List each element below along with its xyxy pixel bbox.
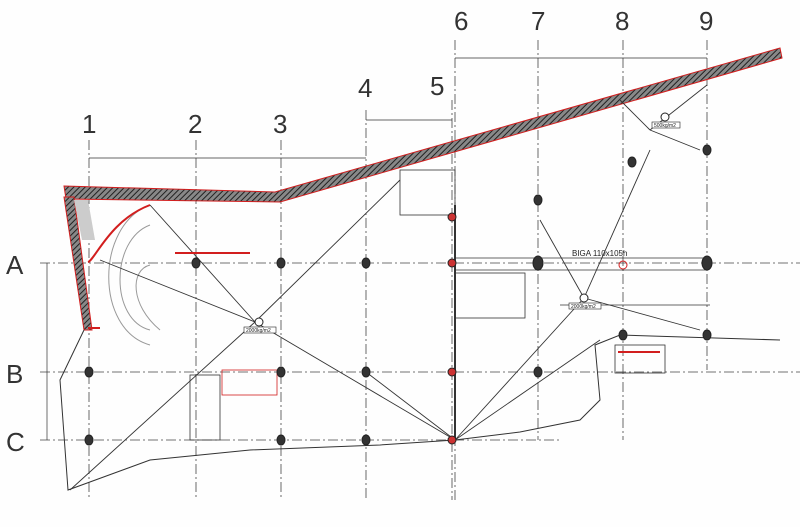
left-wall: [63, 196, 93, 331]
axis-label-4: 4: [358, 73, 372, 103]
load-tag-text: 2000kg/m2: [571, 304, 596, 310]
axis-label-c: C: [6, 427, 25, 457]
row-axis-labels: A B C: [6, 250, 25, 457]
red-column-marker: [618, 260, 628, 270]
ramp: [108, 204, 161, 346]
axis-label-3: 3: [273, 109, 287, 139]
axis-label-a: A: [6, 250, 24, 280]
bracing-lines: [69, 84, 708, 491]
axis-label-8: 8: [615, 6, 629, 36]
columns: [84, 144, 713, 446]
load-tag-right: 2000kg/m2: [568, 293, 602, 310]
axis-label-b: B: [6, 359, 23, 389]
axis-label-2: 2: [188, 109, 202, 139]
axis-label-6: 6: [454, 6, 468, 36]
stairs-left: [189, 169, 666, 441]
axis-label-1: 1: [82, 109, 96, 139]
load-tag-center: 2000kg/m2: [243, 317, 277, 334]
axis-label-7: 7: [531, 6, 545, 36]
load-tag-text: 500kg/m2: [654, 123, 676, 129]
axis-label-9: 9: [699, 6, 713, 36]
wall-shade: [74, 200, 95, 240]
red-columns: [447, 212, 457, 445]
beam-label: BIGA 110x105h: [572, 249, 627, 258]
slab-outline: [59, 329, 781, 491]
red-wall-curve: [87, 204, 151, 263]
column-axis-labels: 1 2 3 4 5 6 7 8 9: [82, 6, 713, 139]
beam-110x105: [455, 257, 707, 271]
axis-label-5: 5: [430, 71, 444, 101]
load-tag-top-right: 500kg/m2: [651, 112, 681, 129]
load-tag-text: 2000kg/m2: [246, 328, 271, 334]
